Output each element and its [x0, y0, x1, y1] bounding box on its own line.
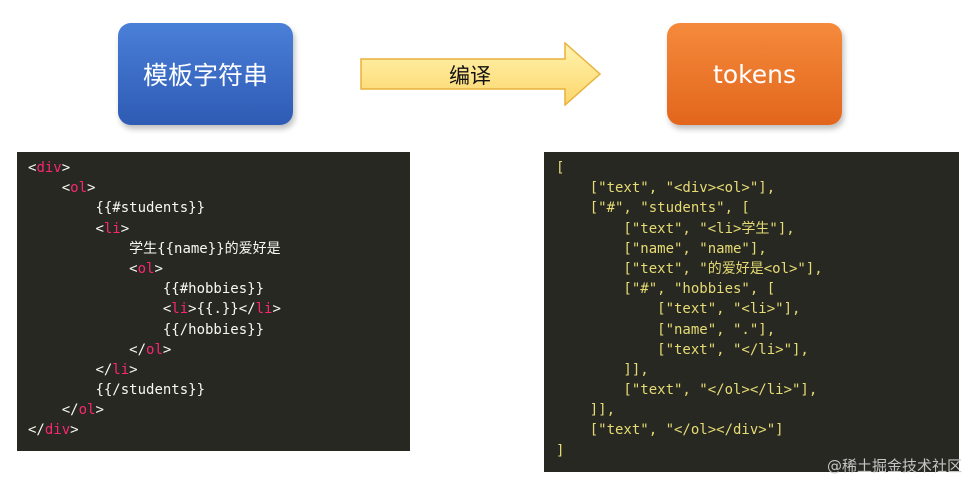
code-text: </	[28, 422, 45, 439]
code-text: >{{.}}</	[188, 301, 256, 318]
code-text: >	[120, 220, 130, 237]
tokens-label: tokens	[713, 59, 796, 89]
tokens-code-line: [	[556, 160, 565, 176]
tokens-code-line: ["text", "<li>学生"],	[556, 220, 795, 237]
code-text: >	[154, 260, 163, 277]
code-text: {{/hobbies}}	[162, 321, 265, 338]
template-code-line: <ol>	[28, 178, 410, 198]
tokens-code-line: ["name", "."],	[556, 321, 776, 338]
code-text: </	[129, 341, 147, 358]
tokens-code-line: ["text", "</ol></li>"],	[556, 382, 818, 399]
template-code-line: 学生{{name}}的爱好是	[28, 239, 410, 259]
template-code-line: {{/hobbies}}	[28, 320, 410, 340]
compile-arrow-shape	[360, 42, 602, 106]
tokens-code-line: ]],	[556, 361, 649, 378]
code-text: >	[129, 361, 138, 378]
tag-name: li	[171, 301, 189, 318]
tag-name: li	[112, 361, 130, 378]
template-code-block: <div> <ol> {{#students}} <li> 学生{{name}}…	[17, 152, 410, 451]
tag-name: li	[103, 220, 121, 237]
template-code-line: {{#hobbies}}	[28, 279, 410, 299]
code-text: >	[61, 160, 71, 176]
tokens-code-line: ["name", "name"],	[556, 240, 767, 257]
tag-name: ol	[146, 341, 163, 358]
code-text: </	[61, 402, 79, 419]
watermark: @稀土掘金技术社区	[826, 457, 962, 475]
template-code-line: <div>	[28, 158, 410, 178]
tokens-code-line: ["#", "students", [	[556, 200, 750, 217]
code-text: <	[61, 180, 71, 197]
tag-name: ol	[78, 402, 96, 419]
template-code-line: </ol>	[28, 400, 410, 420]
code-text: {{#hobbies}}	[162, 281, 265, 298]
tag-name: div	[36, 160, 62, 176]
tokens-code-line: ["text", "<div><ol>"],	[556, 180, 776, 197]
compile-label: 编译	[449, 64, 491, 88]
template-string-box: 模板字符串	[118, 23, 293, 125]
template-code-line: <li>	[28, 219, 410, 239]
template-code-line: </ol>	[28, 340, 410, 360]
template-code-line: </div>	[28, 420, 410, 440]
code-text: >	[95, 402, 104, 419]
code-text: <	[129, 260, 138, 277]
code-text: {{#students}}	[95, 200, 206, 217]
tokens-code-line: ["#", "hobbies", [	[556, 281, 776, 298]
code-text: >	[272, 301, 281, 318]
code-text: <	[28, 160, 37, 176]
code-text: >	[162, 341, 172, 358]
tag-name: ol	[137, 260, 155, 277]
code-text: 学生{{name}}的爱好是	[129, 240, 281, 257]
template-code-line: </li>	[28, 360, 410, 380]
template-code-line: {{/students}}	[28, 380, 410, 400]
tokens-code-line: ["text", "</ol></div>"]	[556, 422, 784, 439]
template-code-line: <ol>	[28, 259, 410, 279]
code-text: >	[87, 180, 96, 197]
tokens-box: tokens	[667, 23, 842, 125]
code-text: {{/students}}	[95, 382, 206, 399]
tag-name: ol	[70, 180, 88, 197]
compile-arrow	[360, 42, 602, 106]
tokens-code-line: ]	[556, 442, 565, 459]
tokens-code-line: ]],	[556, 402, 616, 419]
template-string-label: 模板字符串	[142, 61, 268, 90]
code-text: <	[95, 220, 104, 237]
tag-name: li	[255, 301, 273, 318]
code-text: </	[95, 361, 113, 378]
code-text: <	[162, 301, 172, 318]
tag-name: div	[44, 422, 71, 439]
tokens-code-line: ["text", "<li>"],	[556, 301, 801, 318]
template-code-line: {{#students}}	[28, 198, 410, 218]
tokens-code-line: ["text", "的爱好是<ol>"],	[556, 260, 823, 277]
code-text: >	[70, 422, 79, 439]
tokens-code-line: ["text", "</li>"],	[556, 341, 809, 358]
tokens-code-block: [ ["text", "<div><ol>"], ["#", "students…	[544, 152, 959, 472]
template-code-line: <li>{{.}}</li>	[28, 299, 410, 319]
